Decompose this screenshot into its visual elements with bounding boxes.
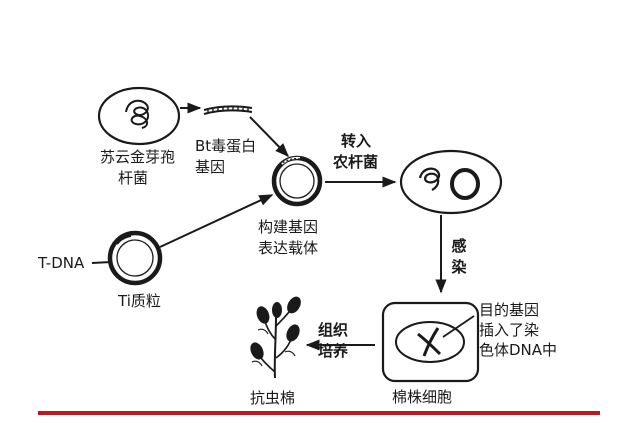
cotton-cell-label: 棉株细胞 (392, 388, 453, 406)
tdna-pointer (91, 261, 112, 264)
tdna-label: T-DNA (38, 254, 85, 272)
agrobacterium-chromosome (418, 167, 441, 191)
transfer-label: 转入 农杆菌 (333, 131, 378, 173)
arrow-plasmid-to-vector (159, 194, 274, 248)
insert-note-line-2: 插入了染 (479, 321, 540, 339)
insert-pointer (442, 315, 475, 338)
infect-label-char-2: 染 (451, 258, 467, 276)
bacterium-label-line-1: 苏云金芽孢 (100, 148, 176, 166)
bt-gene-label-line-2: 基因 (195, 158, 226, 176)
bt-gene-label: Bt毒蛋白 基因 (195, 136, 256, 178)
vector-label-line-1: 构建基因 (258, 218, 319, 236)
cotton-plant (250, 296, 301, 379)
bt-gene-label-line-1: Bt毒蛋白 (195, 137, 257, 155)
culture-label-line-2: 培养 (318, 342, 349, 360)
chromosome-x (417, 327, 442, 357)
vector-label: 构建基因 表达载体 (258, 217, 318, 259)
bt-gene-fragment (203, 105, 253, 115)
ti-plasmid-label: Ti质粒 (118, 292, 161, 310)
transfer-label-line-2: 农杆菌 (333, 153, 379, 171)
agrobacterium-plasmid (450, 168, 480, 200)
result-label: 抗虫棉 (250, 389, 296, 407)
bacterium-label-line-2: 杆菌 (118, 169, 149, 187)
recombinant-vector (271, 155, 323, 207)
bacterium-cell (97, 86, 181, 146)
insert-note-line-3: 色体DNA中 (479, 341, 558, 359)
culture-label: 组织 培养 (318, 320, 348, 362)
insert-note-line-1: 目的基因 (479, 301, 540, 319)
ti-plasmid (107, 230, 163, 286)
infect-label-char-1: 感 (451, 237, 467, 255)
agrobacterium-cell (399, 149, 503, 215)
footer-rule (38, 411, 600, 415)
transfer-label-line-1: 转入 (341, 132, 372, 150)
culture-label-line-1: 组织 (318, 321, 349, 339)
insert-note: 目的基因 插入了染 色体DNA中 (479, 300, 557, 360)
vector-label-line-2: 表达载体 (258, 239, 319, 257)
cotton-cell (381, 301, 480, 383)
infect-label: 感 染 (450, 236, 468, 278)
bacterium-dna-coil (125, 99, 150, 129)
arrow-gene-to-vector (249, 116, 289, 158)
bacterium-label: 苏云金芽孢 杆菌 (100, 147, 175, 189)
